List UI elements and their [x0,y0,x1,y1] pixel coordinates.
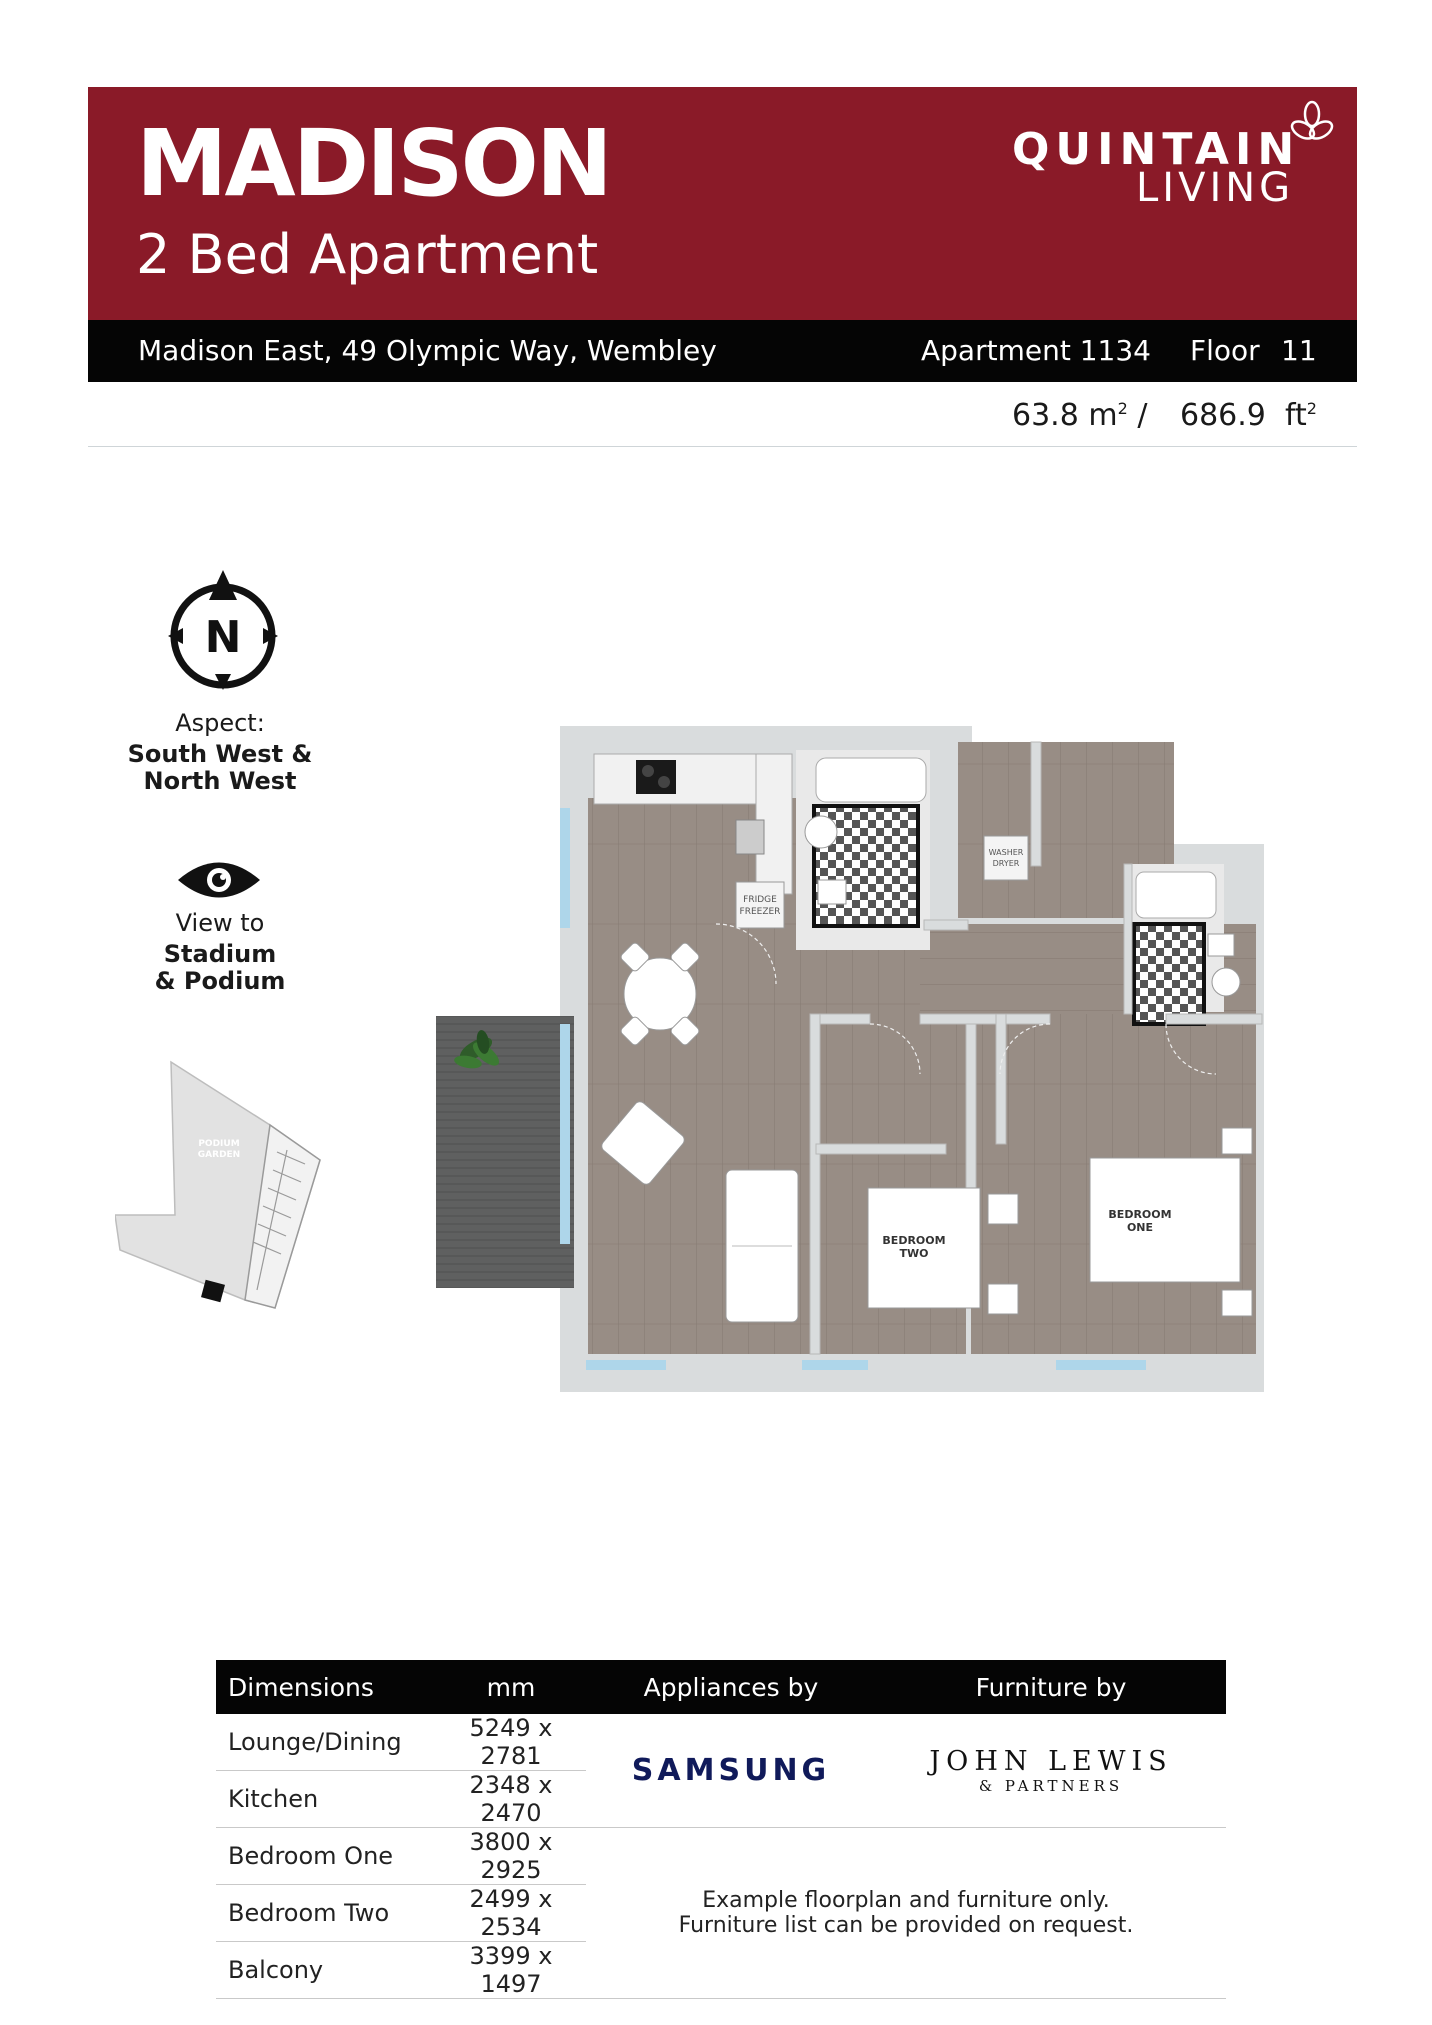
table-header-row: Dimensions mm Appliances by Furniture by [216,1660,1226,1714]
view-block: View to Stadium & Podium [110,910,330,995]
table-row: Kitchen 2348 x 2470 [216,1770,1226,1828]
washer-label: WASHER [989,848,1024,857]
area-sqft-exponent: 2 [1306,399,1317,418]
room-mm: 2348 x 2470 [436,1770,586,1828]
floor-value: 11 [1281,334,1317,367]
header-banner [88,87,1357,320]
john-lewis-subtitle: & PARTNERS [978,1777,1124,1795]
table-row: Bedroom One 3800 x 2925 Example floorpla… [216,1827,1226,1999]
dining-table-icon [620,942,700,1046]
area-sqft-value: 686.9 [1180,398,1266,433]
area-sqft: 686.9 ft2 [1180,398,1317,433]
brand-name: QUINTAIN [1012,124,1301,175]
hob-icon [636,760,676,794]
aspect-line1: South West & [127,740,313,768]
bedroom-one-label-1: BEDROOM [1108,1208,1171,1221]
table-row: Bedroom Two 2499 x 2534 [216,1884,1226,1942]
room-mm: 3399 x 1497 [436,1941,586,1999]
table-row: Balcony 3399 x 1497 [216,1941,1226,1999]
disclaimer-line1: Example floorplan and furniture only. [702,1888,1110,1913]
bedroom-one-label-2: ONE [1127,1221,1153,1234]
aspect-label: Aspect: [175,709,265,737]
floor-label: Floor [1190,334,1260,367]
room-name: Bedroom One [216,1827,436,1885]
dimensions-table: Dimensions mm Appliances by Furniture by… [216,1660,1226,1999]
freezer-label: FREEZER [740,907,781,917]
area-separator: / [1137,398,1148,433]
compass-letter: N [205,612,242,663]
view-line1: Stadium [163,940,277,968]
header-mm: mm [436,1660,586,1714]
room-name: Kitchen [216,1770,436,1828]
header-appliances: Appliances by [586,1660,876,1714]
area-sqm-exponent: 2 [1117,399,1128,418]
disclaimer: Example floorplan and furniture only. Fu… [586,1827,1226,1999]
floor-plan: FRIDGE FREEZER WASHER DRYER [436,726,1264,1392]
dryer-label: DRYER [993,859,1020,868]
area-sqm-unit: m [1088,398,1118,433]
aspect-line2: North West [143,767,297,795]
room-mm: 2499 x 2534 [436,1884,586,1942]
north-compass-icon: N [168,570,278,690]
area-sqm: 63.8 m2 / [1012,398,1147,433]
room-name: Lounge/Dining [216,1714,436,1771]
divider [88,446,1357,447]
table-row: Lounge/Dining 5249 x 2781 SAMSUNG JOHN L… [216,1714,1226,1828]
aspect-block: Aspect: South West & North West [110,710,330,795]
sink-icon [735,819,765,855]
room-name: Balcony [216,1941,436,1999]
eye-icon [178,862,260,898]
site-plan: PODIUM GARDEN [115,1060,321,1309]
bed-two-icon [867,1187,981,1309]
header-dimensions: Dimensions [216,1660,436,1714]
view-label: View to [175,909,265,937]
appliances-brand: SAMSUNG [586,1714,876,1828]
disclaimer-line2: Furniture list can be provided on reques… [678,1913,1134,1938]
site-plan-label-2: GARDEN [198,1150,240,1160]
bedroom-two-label-1: BEDROOM [882,1234,945,1247]
armchair-icon [601,1101,685,1185]
development-title: MADISON [136,110,613,217]
info-bar: Madison East, 49 Olympic Way, Wembley Ap… [88,320,1357,382]
john-lewis-logo: JOHN LEWIS [929,1746,1173,1777]
brand-subname: LIVING [1136,165,1295,211]
plant-icon [454,1030,500,1069]
apartment-number: Apartment 1134 [921,334,1151,367]
address: Madison East, 49 Olympic Way, Wembley [138,334,717,367]
bedroom-two-label-2: TWO [900,1247,929,1260]
site-plan-label-1: PODIUM [198,1139,239,1149]
room-mm: 5249 x 2781 [436,1714,586,1771]
area-sqft-unit: ft [1284,398,1307,433]
apartment-type: 2 Bed Apartment [136,223,599,286]
room-mm: 3800 x 2925 [436,1827,586,1885]
fridge-label: FRIDGE [743,895,777,905]
samsung-logo: SAMSUNG [631,1753,831,1788]
bed-one-icon [1089,1157,1241,1283]
room-name: Bedroom Two [216,1884,436,1942]
header-furniture: Furniture by [876,1660,1226,1714]
view-line2: & Podium [154,967,286,995]
furniture-brand: JOHN LEWIS & PARTNERS [876,1714,1226,1828]
area-sqm-value: 63.8 [1012,398,1079,433]
quintain-logo-icon [1290,100,1334,140]
